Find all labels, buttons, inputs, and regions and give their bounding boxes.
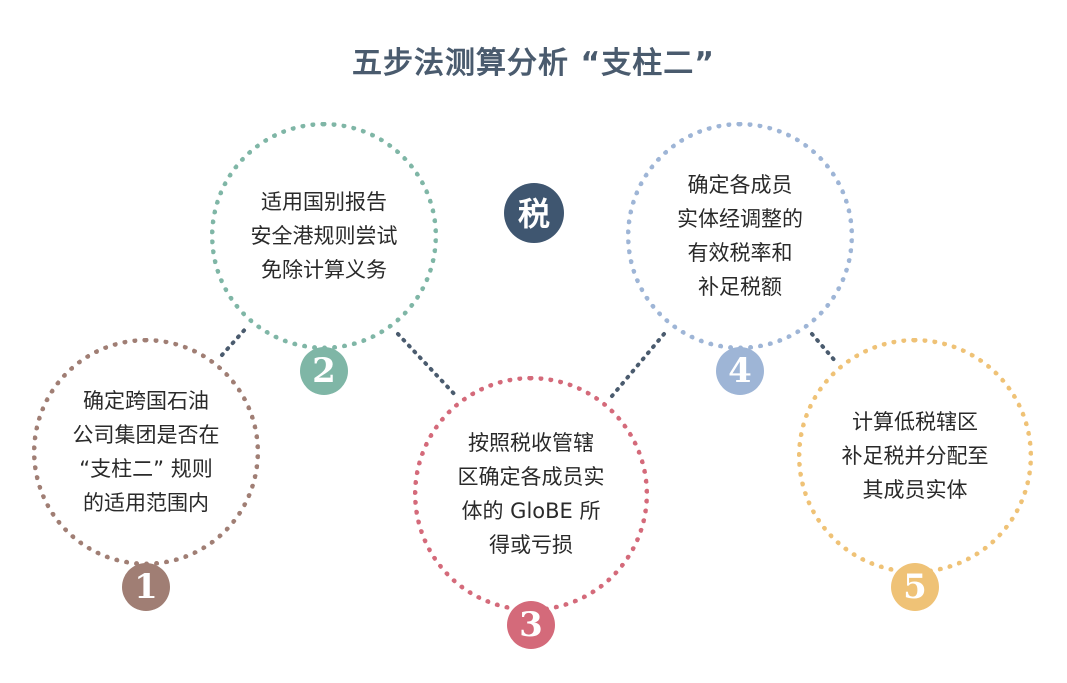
- connector-2-3: [396, 332, 460, 400]
- step-3-line: 得或亏损: [489, 533, 573, 557]
- step-2-line: 安全港规则尝试: [250, 224, 398, 248]
- connector-3-4: [610, 332, 666, 398]
- step-2-text: 适用国别报告 安全港规则尝试 免除计算义务: [251, 185, 398, 287]
- step-3-line: 按照税收管辖: [468, 431, 594, 455]
- step-1-line: “支柱二” 规则: [79, 457, 213, 481]
- step-3-badge: 3: [507, 601, 555, 649]
- step-4-line: 有效税率和: [687, 241, 793, 265]
- step-2-badge: 2: [300, 347, 348, 395]
- diagram-title: 五步法测算分析 “支柱二”: [352, 46, 715, 81]
- step-1-line: 公司集团是否在: [72, 423, 220, 447]
- step-1-text: 确定跨国石油 公司集团是否在 “支柱二” 规则 的适用范围内: [73, 384, 220, 520]
- tax-logo-icon: 税: [491, 172, 564, 254]
- step-5-badge: 5: [891, 563, 939, 611]
- step-4-line: 补足税额: [698, 275, 782, 299]
- connector-1-2: [220, 324, 250, 357]
- step-5-line: 补足税并分配至: [841, 444, 989, 468]
- step-2-line: 免除计算义务: [261, 258, 387, 282]
- step-1-line: 确定跨国石油: [83, 389, 209, 413]
- step-4-circle: 确定各成员 实体经调整的 有效税率和 补足税额: [626, 122, 854, 350]
- step-3-text: 按照税收管辖 区确定各成员实 体的 GloBE 所 得或亏损: [458, 426, 605, 562]
- step-1-badge: 1: [122, 563, 170, 611]
- step-2-circle: 适用国别报告 安全港规则尝试 免除计算义务: [210, 122, 438, 350]
- step-5-circle: 计算低税辖区 补足税并分配至 其成员实体: [797, 338, 1033, 574]
- step-3-line: 体的 GloBE 所: [461, 499, 601, 523]
- tax-logo-glyph: 税: [518, 195, 550, 233]
- connector-4-5: [810, 332, 838, 364]
- step-4-text: 确定各成员 实体经调整的 有效税率和 补足税额: [677, 168, 803, 304]
- step-5-line: 计算低税辖区: [852, 410, 978, 434]
- step-1-circle: 确定跨国石油 公司集团是否在 “支柱二” 规则 的适用范围内: [32, 338, 260, 566]
- step-4-line: 实体经调整的: [677, 207, 803, 231]
- step-5-line: 其成员实体: [862, 478, 968, 502]
- tax-logo-disc: [504, 183, 564, 243]
- step-3-circle: 按照税收管辖 区确定各成员实 体的 GloBE 所 得或亏损: [413, 376, 649, 612]
- step-5-text: 计算低税辖区 补足税并分配至 其成员实体: [842, 405, 989, 507]
- step-4-badge: 4: [716, 347, 764, 395]
- step-3-line: 区确定各成员实: [457, 465, 605, 489]
- step-1-line: 的适用范围内: [83, 491, 209, 515]
- step-2-line: 适用国别报告: [261, 190, 387, 214]
- step-4-line: 确定各成员: [687, 173, 793, 197]
